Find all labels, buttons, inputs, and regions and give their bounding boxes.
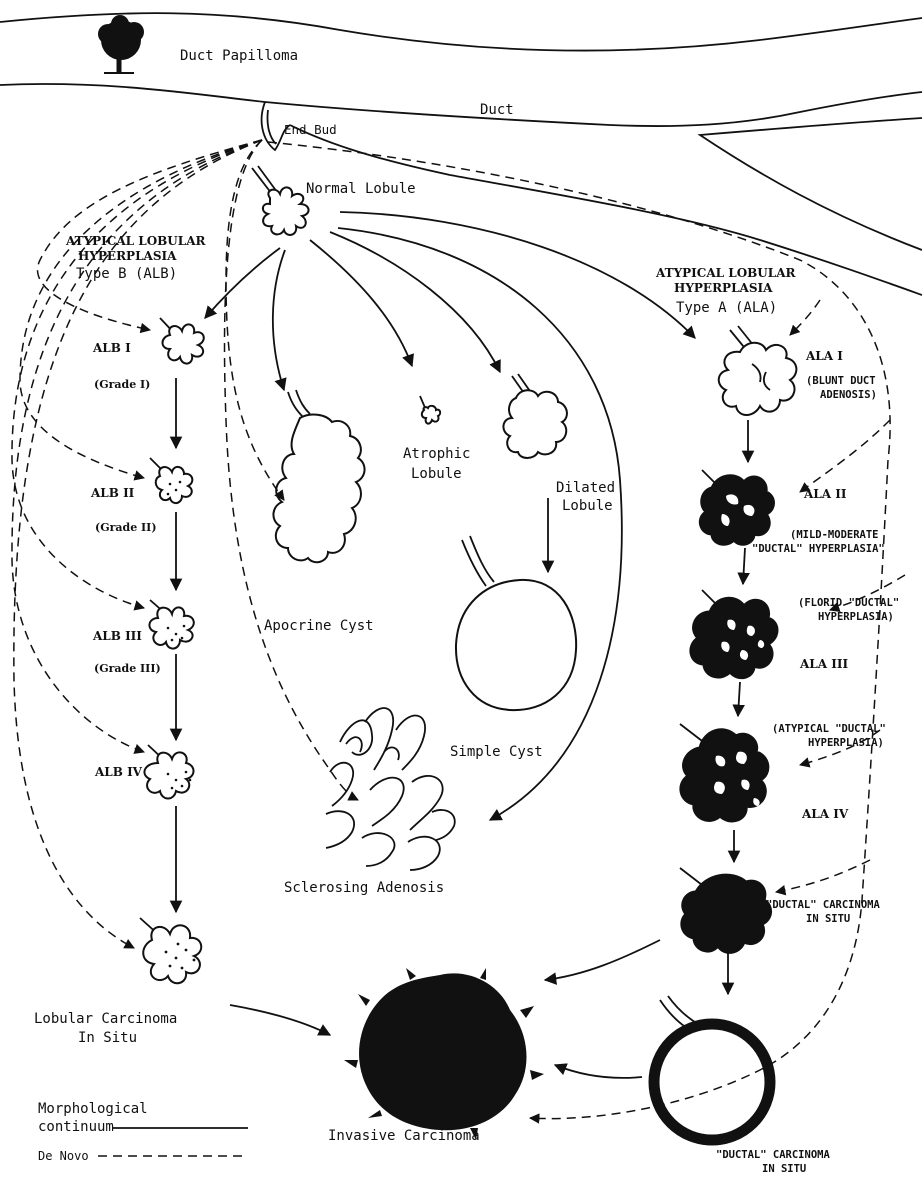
ala-3-shape: [691, 590, 777, 678]
label-alb-1-grade: (Grade I): [94, 378, 150, 391]
label-ala-4: ALA IV: [801, 807, 849, 821]
label-alb-3: ALB III: [92, 629, 142, 643]
label-end-bud: End Bud: [284, 122, 337, 137]
legend: Morphological continuum De Novo: [38, 1101, 248, 1163]
ala-2-shape: [700, 470, 773, 544]
duct-papilloma-tree: [98, 15, 144, 73]
label-normal-lobule: Normal Lobule: [306, 181, 416, 197]
label-ala-3: ALA III: [799, 657, 848, 671]
label-alb-3-grade: (Grade III): [94, 662, 161, 675]
label-ala-2-note-2: "DUCTAL" HYPERPLASIA": [752, 543, 885, 555]
label-sclerosing-adenosis: Sclerosing Adenosis: [284, 880, 444, 896]
label-ala-3-note-1: (FLORID "DUCTAL": [798, 597, 899, 609]
dilated-lobule-shape: [503, 374, 567, 458]
label-apocrine-cyst: Apocrine Cyst: [264, 618, 374, 634]
label-atrophic-2: Lobule: [411, 466, 462, 482]
label-ala-1-note-2: ADENOSIS): [820, 389, 877, 401]
label-lcis-2: In Situ: [78, 1030, 137, 1046]
label-ala-header-3: Type A (ALA): [676, 300, 777, 316]
label-ala-1-note-1: (BLUNT DUCT: [806, 375, 876, 387]
label-duct-papilloma: Duct Papilloma: [180, 48, 298, 64]
label-alb-header-3: Type B (ALB): [76, 266, 177, 282]
legend-continuum-line-1: Morphological: [38, 1101, 148, 1117]
atrophic-lobule-shape: [420, 396, 440, 424]
label-alb-header-1: ATYPICAL LOBULAR: [65, 234, 207, 248]
label-alb-1: ALB I: [92, 341, 131, 355]
label-dcis-bottom-1: "DUCTAL" CARCINOMA: [716, 1149, 830, 1161]
label-ala-2: ALA II: [803, 487, 847, 501]
legend-continuum-line-2: continuum: [38, 1119, 114, 1135]
label-lcis-1: Lobular Carcinoma: [34, 1011, 177, 1027]
label-alb-2: ALB II: [90, 486, 135, 500]
ala-4-shape: [680, 724, 768, 821]
label-dcis-2: IN SITU: [806, 913, 850, 925]
alb-2-shape: [150, 458, 192, 503]
label-alb-header-2: HYPERPLASIA: [78, 249, 177, 263]
normal-lobule-shape: [252, 166, 309, 235]
label-alb-4: ALB IV: [94, 765, 143, 779]
label-alb-2-grade: (Grade II): [95, 521, 157, 534]
label-dcis-bottom-2: IN SITU: [762, 1163, 806, 1175]
label-dilated-2: Lobule: [562, 498, 613, 514]
simple-cyst-shape: [456, 536, 576, 710]
label-ala-4-note-2: HYPERPLASIA): [808, 737, 884, 749]
label-dcis-1: "DUCTAL" CARCINOMA: [766, 899, 880, 911]
legend-de-novo: De Novo: [38, 1149, 89, 1163]
sclerosing-adenosis-shape: [326, 708, 455, 870]
label-ala-header-2: HYPERPLASIA: [674, 281, 773, 295]
label-ala-2-note-1: (MILD-MODERATE: [790, 529, 879, 541]
apocrine-cyst-shape: [273, 390, 364, 562]
ala-1-shape: [719, 326, 797, 415]
invasive-carcinoma-shape: [344, 968, 544, 1140]
dcis-shape: [680, 868, 771, 952]
label-dilated-1: Dilated: [556, 480, 615, 496]
alb-1-shape: [160, 318, 204, 364]
label-simple-cyst: Simple Cyst: [450, 744, 543, 760]
label-ala-1: ALA I: [805, 349, 843, 363]
dcis-ring-shape: [654, 996, 770, 1140]
label-duct: Duct: [480, 102, 514, 118]
stipple-dots: [165, 481, 196, 970]
label-ala-header-1: ATYPICAL LOBULAR: [655, 266, 797, 280]
label-atrophic-1: Atrophic: [403, 446, 470, 462]
label-invasive-carcinoma: Invasive Carcinoma: [328, 1128, 480, 1144]
label-ala-3-note-2: HYPERPLASIA): [818, 611, 894, 623]
label-ala-4-note-1: (ATYPICAL "DUCTAL": [772, 723, 886, 735]
alb-3-shape: [149, 600, 193, 649]
lcis-shape: [140, 918, 201, 983]
